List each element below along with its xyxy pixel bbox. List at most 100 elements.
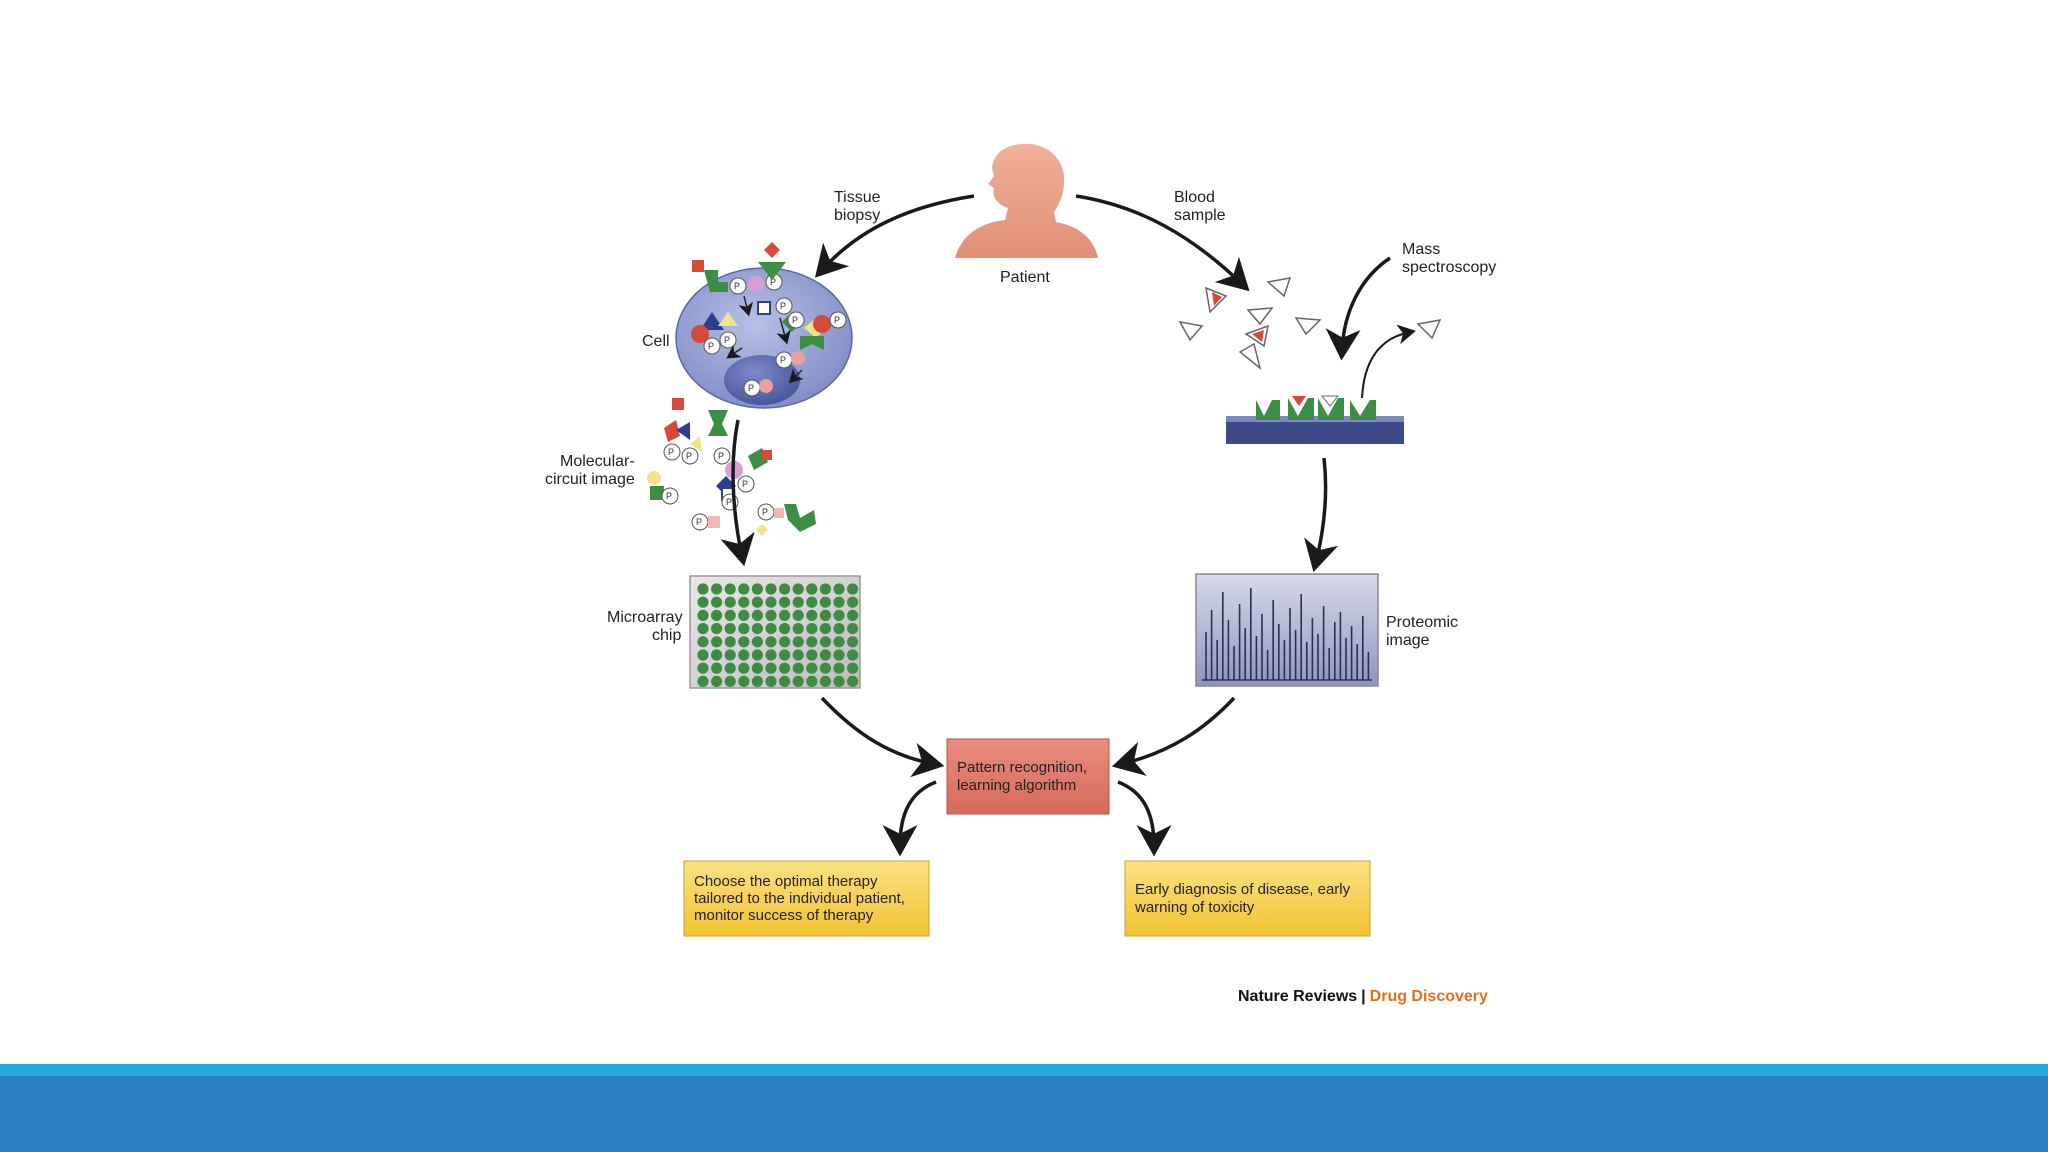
therapy-box	[683, 860, 930, 937]
chip-dot	[711, 583, 723, 595]
diagnosis-box	[1124, 860, 1371, 937]
arrow-to-therapy	[882, 780, 937, 857]
phospho-marker: P	[718, 451, 724, 461]
arrow-proteomic-to-algorithm	[1111, 696, 1236, 776]
phospho-marker: P	[834, 315, 840, 325]
chip-dot	[711, 649, 723, 661]
footer-accent-bar	[0, 1064, 2048, 1076]
chip-dot	[697, 609, 709, 622]
chip-dot	[792, 609, 804, 622]
chip-dot	[779, 636, 791, 648]
chip-dot	[765, 636, 777, 648]
chip-dot	[819, 583, 832, 595]
phospho-marker: P	[792, 315, 798, 325]
chip-dot	[751, 649, 764, 661]
chip-dot	[738, 662, 750, 674]
phospho-marker: P	[742, 479, 748, 489]
algorithm-text-container: Pattern recognition, learning algorithm	[957, 759, 1087, 793]
cell-label: Cell	[642, 333, 670, 350]
chip-dot	[819, 636, 832, 648]
algorithm-box	[946, 738, 1110, 815]
chip-dot	[765, 662, 777, 674]
spectrum-peaks	[1202, 588, 1372, 681]
chip-dot	[792, 623, 804, 635]
patient-label: Patient	[1000, 269, 1050, 286]
chip-dot	[765, 675, 777, 688]
chip-dot	[724, 623, 736, 635]
chip-dot	[711, 636, 723, 648]
chip-dot	[779, 675, 791, 688]
chip-dot	[779, 609, 791, 622]
chip-dot	[724, 636, 736, 648]
chip-dot	[806, 583, 818, 595]
chip-dot	[724, 583, 736, 595]
chip-dot	[711, 609, 723, 622]
phospho-marker: P	[762, 507, 768, 517]
arrow-plate-to-proteomic	[1304, 457, 1339, 573]
chip-dot	[806, 649, 818, 661]
journal-credit: Nature Reviews|Drug Discovery	[1238, 988, 1488, 1006]
microarray-chip-label: Microarray chip	[607, 609, 687, 644]
chip-dot	[847, 583, 859, 595]
microarray-chip	[689, 575, 861, 689]
mass-spec-plate	[1226, 324, 1416, 444]
chip-dot	[724, 675, 736, 688]
phospho-marker: P	[696, 517, 702, 527]
chip-dot	[792, 675, 804, 688]
arrow-mass-spectroscopy	[1325, 256, 1391, 361]
chip-dot	[751, 662, 764, 674]
chip-dot	[751, 623, 764, 635]
arrow-blood-sample	[1075, 194, 1250, 292]
phospho-marker: P	[708, 341, 714, 351]
proteomic-image-label: Proteomic image	[1386, 614, 1462, 649]
chip-dot	[792, 662, 804, 674]
chip-dot	[819, 649, 832, 661]
chip-dot	[765, 583, 777, 595]
chip-dot	[847, 596, 859, 608]
chip-dot	[819, 623, 832, 635]
arrow-chip-to-algorithm	[820, 696, 945, 778]
chip-dot	[833, 609, 845, 622]
molecular-circuit-label: Molecular- circuit image	[545, 453, 639, 488]
phospho-marker: P	[668, 447, 674, 457]
chip-dot	[697, 662, 709, 674]
phospho-marker: P	[780, 355, 786, 365]
chip-dot	[792, 596, 804, 608]
chip-dot	[833, 649, 845, 661]
chip-dot	[806, 675, 818, 688]
therapy-text-container: Choose the optimal therapy tailored to t…	[694, 873, 905, 925]
chip-dot	[792, 649, 804, 661]
chip-dot	[833, 623, 845, 635]
chip-dot	[847, 623, 859, 635]
chip-dot	[738, 649, 750, 661]
chip-dot	[738, 596, 750, 608]
footer-bar	[0, 1076, 2048, 1152]
chip-dot	[697, 583, 709, 595]
chip-dot	[779, 662, 791, 674]
chip-dot	[751, 675, 764, 688]
chip-dot	[738, 609, 750, 622]
chip-dot	[847, 662, 859, 674]
chip-dot	[765, 609, 777, 622]
arrow-tissue-biopsy	[814, 194, 975, 278]
chip-dot	[751, 636, 764, 648]
chip-dot	[724, 649, 736, 661]
phospho-marker: P	[734, 281, 740, 291]
chip-dot	[847, 636, 859, 648]
chip-dot	[779, 596, 791, 608]
chip-dot	[738, 623, 750, 635]
chip-dot	[751, 609, 764, 622]
molecular-circuit-illustration: P P P P P P P P	[647, 398, 816, 536]
diagnosis-box-text: Early diagnosis of disease, early warnin…	[1135, 881, 1351, 916]
chip-dot	[847, 609, 859, 622]
phospho-marker: P	[780, 301, 786, 311]
chip-dot	[738, 583, 750, 595]
chip-dot	[724, 596, 736, 608]
protein-fragments	[1178, 277, 1442, 370]
phospho-marker: P	[726, 497, 732, 507]
mass-spectroscopy-label: Mass spectroscopy	[1402, 241, 1496, 276]
chip-dot	[792, 583, 804, 595]
credit-separator: |	[1361, 988, 1366, 1005]
phospho-marker: P	[666, 491, 672, 501]
chip-dot	[738, 636, 750, 648]
